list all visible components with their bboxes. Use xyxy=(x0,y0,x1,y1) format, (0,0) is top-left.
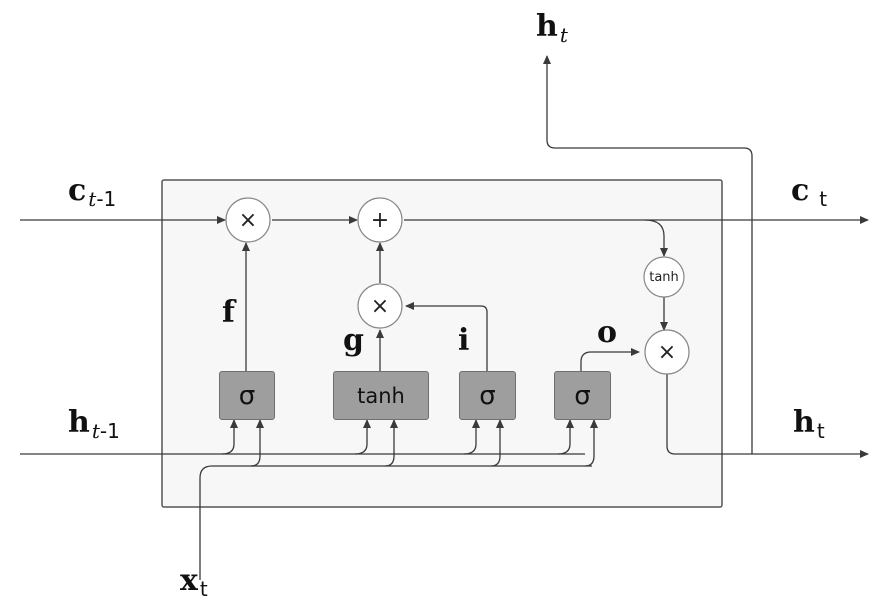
h-prev-main: h xyxy=(68,405,90,440)
h-tap-forget xyxy=(221,419,238,455)
h-next-right-sub: t xyxy=(816,419,825,443)
h-next-top-sub: t xyxy=(559,23,568,47)
output-to-ht-line xyxy=(666,374,869,458)
x-tap-output xyxy=(584,419,598,467)
c-next-main: c xyxy=(791,173,810,208)
x-input-bus-line xyxy=(199,465,592,580)
x-input-main: x xyxy=(180,563,198,598)
cell-boundary xyxy=(161,179,723,508)
x-tap-candidate xyxy=(384,419,398,467)
h-tap-candidate xyxy=(354,419,371,455)
cell-tanh-circle xyxy=(643,256,685,298)
forget-gate-label: f xyxy=(222,295,235,330)
h-tap-input xyxy=(463,419,480,455)
c-next-sub: t xyxy=(819,187,828,211)
input-multiply-circle xyxy=(357,283,403,329)
x-tap-forget xyxy=(250,419,264,467)
input-gate-box: σ xyxy=(459,371,516,420)
cell-to-tanh-line xyxy=(644,219,668,257)
x-tap-input xyxy=(490,419,504,467)
output-gate-line xyxy=(580,348,640,371)
c-prev-sub-rest: -1 xyxy=(96,187,117,211)
candidate-gate-label: g xyxy=(343,323,364,358)
forget-multiply-circle xyxy=(225,197,271,243)
cell-add-symbol: + xyxy=(370,207,390,233)
candidate-gate-box: tanh xyxy=(333,371,429,420)
x-input-sub: t xyxy=(199,577,208,601)
h-prev-sub-rest: -1 xyxy=(99,419,120,443)
h-tap-output xyxy=(557,419,574,455)
cell-add-circle xyxy=(357,197,403,243)
c-prev-sub: t xyxy=(88,187,97,211)
h-prev-sub: t xyxy=(91,419,100,443)
input-gate-line xyxy=(405,302,488,371)
c-prev-main: c xyxy=(68,173,87,208)
output-gate-label: o xyxy=(597,315,618,350)
ht-up-line xyxy=(543,55,753,454)
input-gate-label: i xyxy=(458,323,470,358)
forget-multiply-symbol: × xyxy=(238,207,258,233)
forget-gate-box: σ xyxy=(219,371,275,420)
cell-tanh-symbol: tanh xyxy=(649,269,679,285)
h-next-right-main: h xyxy=(793,405,815,440)
h-next-top-main: h xyxy=(536,9,558,44)
input-multiply-symbol: × xyxy=(370,293,390,319)
output-multiply-symbol: × xyxy=(657,339,677,365)
output-multiply-circle xyxy=(644,329,690,375)
output-gate-box: σ xyxy=(554,371,611,420)
